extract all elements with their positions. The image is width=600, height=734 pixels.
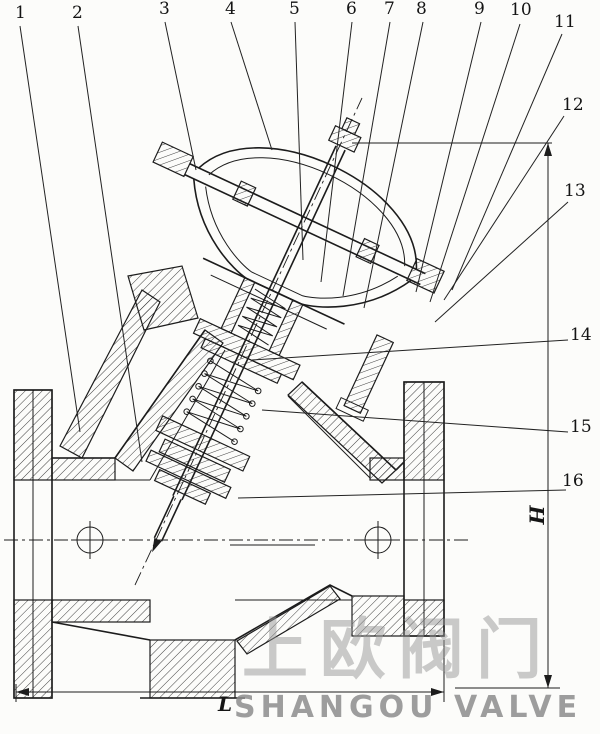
callout-6: 6 [346,0,357,19]
diaphragm-actuator [145,117,445,553]
callout-16: 16 [562,471,584,491]
callout-9: 9 [474,0,485,19]
length-dimension-label: L [218,692,233,716]
callout-7: 7 [384,0,395,19]
callout-15: 15 [570,417,592,437]
right-flange [403,381,445,637]
callout-12: 12 [562,95,584,115]
callout-8: 8 [416,0,427,19]
height-dimension [352,142,560,689]
bottom-feet [140,595,405,699]
left-flange [13,389,53,699]
length-dimension [15,640,445,702]
callout-14: 14 [570,325,592,345]
callout-3: 3 [159,0,170,19]
callout-5: 5 [289,0,300,19]
callout-2: 2 [72,3,83,23]
watermark-chinese: 上欧阀门 [242,611,554,688]
watermark-latin: SHANGOU VALVE [234,690,583,725]
bolt-hole-symbols [71,521,397,559]
callout-11: 11 [554,12,576,32]
valve-body [51,265,405,655]
callout-13: 13 [564,181,586,201]
height-dimension-label: H [524,505,549,525]
callout-10: 10 [510,0,532,20]
callout-1: 1 [15,3,26,23]
callout-4: 4 [225,0,236,19]
leader-lines [19,21,569,499]
